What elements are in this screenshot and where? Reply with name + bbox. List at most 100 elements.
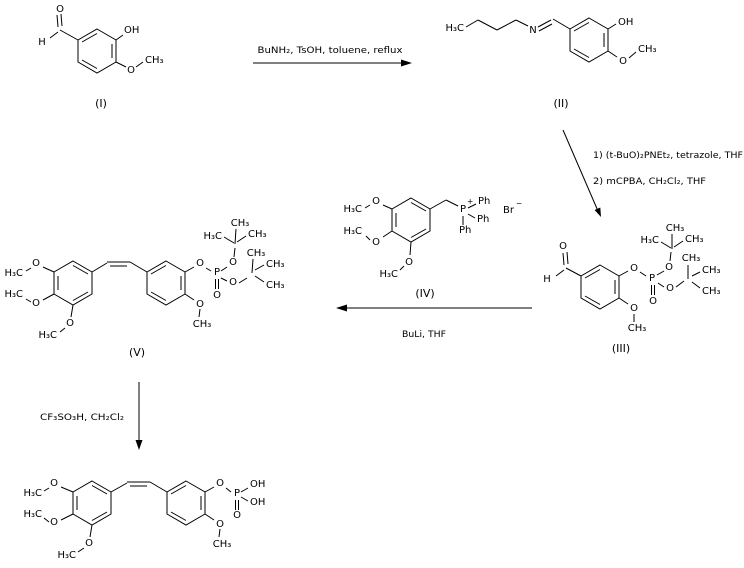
atom-label-ch3: CH₃ bbox=[628, 323, 647, 334]
atom-label-o: O bbox=[213, 290, 221, 301]
atom-label-o: O bbox=[50, 517, 58, 528]
atom-label-o: O bbox=[372, 196, 380, 207]
atom-label-ch3: CH₃ bbox=[266, 259, 285, 270]
atom-label-ch3: CH₃ bbox=[193, 319, 212, 330]
atom-label-ch3: CH₃ bbox=[248, 229, 267, 240]
compound-iii-label: (III) bbox=[612, 342, 630, 355]
atom-label-o: O bbox=[127, 65, 135, 76]
final-product: O H₃C O H₃C O H₃C O P O OH OH O CH₃ bbox=[23, 478, 265, 561]
charge-plus: + bbox=[467, 197, 473, 206]
atom-label-oh: OH bbox=[250, 497, 265, 508]
atom-label-ch3: CH₃ bbox=[247, 248, 266, 259]
atom-label-ch3: CH₃ bbox=[266, 280, 285, 291]
compound-ii-label: (II) bbox=[553, 97, 568, 110]
atom-label-ch3: CH₃ bbox=[702, 265, 721, 276]
atom-label-o: O bbox=[619, 56, 627, 67]
compound-i-label: (I) bbox=[95, 97, 107, 110]
compound-ii: H₃C N OH O CH₃ (II) bbox=[445, 17, 656, 110]
compound-iii-bonds bbox=[555, 234, 701, 322]
atom-label-o: O bbox=[196, 258, 204, 269]
compound-i-bonds bbox=[49, 13, 144, 74]
atom-label-n: N bbox=[529, 25, 536, 36]
atom-label-h3c: H₃C bbox=[4, 268, 23, 279]
compound-iv-bonds bbox=[364, 197, 477, 271]
atom-label-h3c: H₃C bbox=[57, 550, 76, 561]
compound-iv: O H₃C O H₃C O H₃C P + Ph Ph Ph Br − (IV) bbox=[343, 196, 522, 300]
atom-label-h3c: H₃C bbox=[343, 226, 362, 237]
charge-minus: − bbox=[516, 199, 522, 208]
atom-label-o: O bbox=[216, 519, 224, 530]
atom-label-o: O bbox=[196, 299, 204, 310]
atom-label-h3c: H₃C bbox=[640, 235, 659, 246]
atom-label-ph: Ph bbox=[477, 214, 489, 225]
step-3-conditions: BuLi, THF bbox=[402, 330, 446, 340]
atom-label-o: O bbox=[630, 303, 638, 314]
compound-iv-label: (IV) bbox=[415, 287, 434, 300]
atom-label-o: O bbox=[56, 4, 64, 15]
arrowhead-down bbox=[594, 207, 601, 217]
atom-label-o: O bbox=[216, 478, 224, 489]
compound-v: O H₃C O H₃C O H₃C O P O O CH₃ H₃C CH₃ O … bbox=[4, 218, 284, 359]
step-2-conditions-line2: 2) mCPBA, CH₂Cl₂, THF bbox=[593, 177, 706, 187]
atom-label-ch3: CH₃ bbox=[685, 234, 704, 245]
atom-label-o: O bbox=[32, 298, 40, 309]
step-2-conditions-line1: 1) (t-BuO)₂PNEt₂, tetrazole, THF bbox=[593, 151, 743, 161]
atom-label-h3c: H₃C bbox=[203, 231, 222, 242]
atom-label-p: P bbox=[460, 204, 466, 215]
compound-v-label: (V) bbox=[129, 346, 145, 359]
atom-label-o: O bbox=[85, 538, 93, 549]
atom-label-o: O bbox=[229, 257, 237, 268]
atom-label-o: O bbox=[50, 478, 58, 489]
reaction-arrow-2: 1) (t-BuO)₂PNEt₂, tetrazole, THF 2) mCPB… bbox=[562, 129, 743, 217]
arrowhead-down bbox=[135, 440, 143, 450]
compound-v-bonds bbox=[25, 228, 265, 333]
atom-label-h3c: H₃C bbox=[23, 509, 42, 520]
atom-label-h: H bbox=[543, 274, 551, 285]
atom-label-ph: Ph bbox=[459, 225, 471, 236]
atom-label-o: O bbox=[372, 237, 380, 248]
compound-iii: O H O P O O CH₃ H₃C CH₃ O CH₃ CH₃ CH₃ O … bbox=[543, 223, 720, 355]
atom-label-o: O bbox=[405, 257, 413, 268]
atom-label-h3c: H₃C bbox=[4, 289, 23, 300]
atom-label-h: H bbox=[38, 37, 46, 48]
atom-label-h3c: H₃C bbox=[343, 204, 362, 215]
atom-label-h3c: H₃C bbox=[379, 269, 398, 280]
atom-label-ch3: CH₃ bbox=[638, 44, 657, 55]
compound-ii-bonds bbox=[465, 17, 637, 63]
atom-label-oh: OH bbox=[124, 25, 139, 36]
reaction-arrow-3: BuLi, THF bbox=[336, 304, 532, 340]
atom-label-oh: OH bbox=[250, 479, 265, 490]
atom-label-p: P bbox=[649, 273, 655, 284]
atom-label-ch3: CH₃ bbox=[702, 286, 721, 297]
atom-label-ch3: CH₃ bbox=[231, 218, 250, 229]
atom-label-o: O bbox=[666, 283, 674, 294]
arrowhead-right bbox=[401, 59, 412, 67]
reaction-arrow-1: BuNH₂, TsOH, toluene, reflux bbox=[253, 46, 412, 67]
atom-label-ch3: CH₃ bbox=[145, 55, 164, 66]
atom-label-o: O bbox=[233, 510, 241, 521]
reaction-arrow-4: CF₃SO₃H, CH₂Cl₂ bbox=[40, 382, 143, 450]
atom-label-o: O bbox=[229, 277, 237, 288]
atom-label-p: P bbox=[234, 488, 240, 499]
counterion-br: Br bbox=[503, 205, 515, 216]
atom-label-ch3: CH₃ bbox=[213, 539, 232, 550]
atom-label-o: O bbox=[649, 296, 657, 307]
atom-label-p: P bbox=[214, 267, 220, 278]
step-1-conditions: BuNH₂, TsOH, toluene, reflux bbox=[258, 46, 404, 56]
atom-label-ph: Ph bbox=[478, 196, 490, 207]
atom-label-o: O bbox=[630, 263, 638, 274]
atom-label-ch3: CH₃ bbox=[666, 223, 685, 234]
arrowhead-left bbox=[336, 304, 347, 312]
atom-label-o: O bbox=[665, 262, 673, 273]
atom-label-h3c: H₃C bbox=[445, 23, 464, 34]
final-product-bonds bbox=[43, 480, 249, 553]
atom-label-h3c: H₃C bbox=[23, 488, 42, 499]
atom-label-o: O bbox=[559, 241, 567, 252]
atom-label-ch3: CH₃ bbox=[682, 253, 701, 264]
atom-label-o: O bbox=[32, 258, 40, 269]
step-4-conditions: CF₃SO₃H, CH₂Cl₂ bbox=[40, 413, 124, 423]
atom-label-oh: OH bbox=[618, 17, 633, 28]
